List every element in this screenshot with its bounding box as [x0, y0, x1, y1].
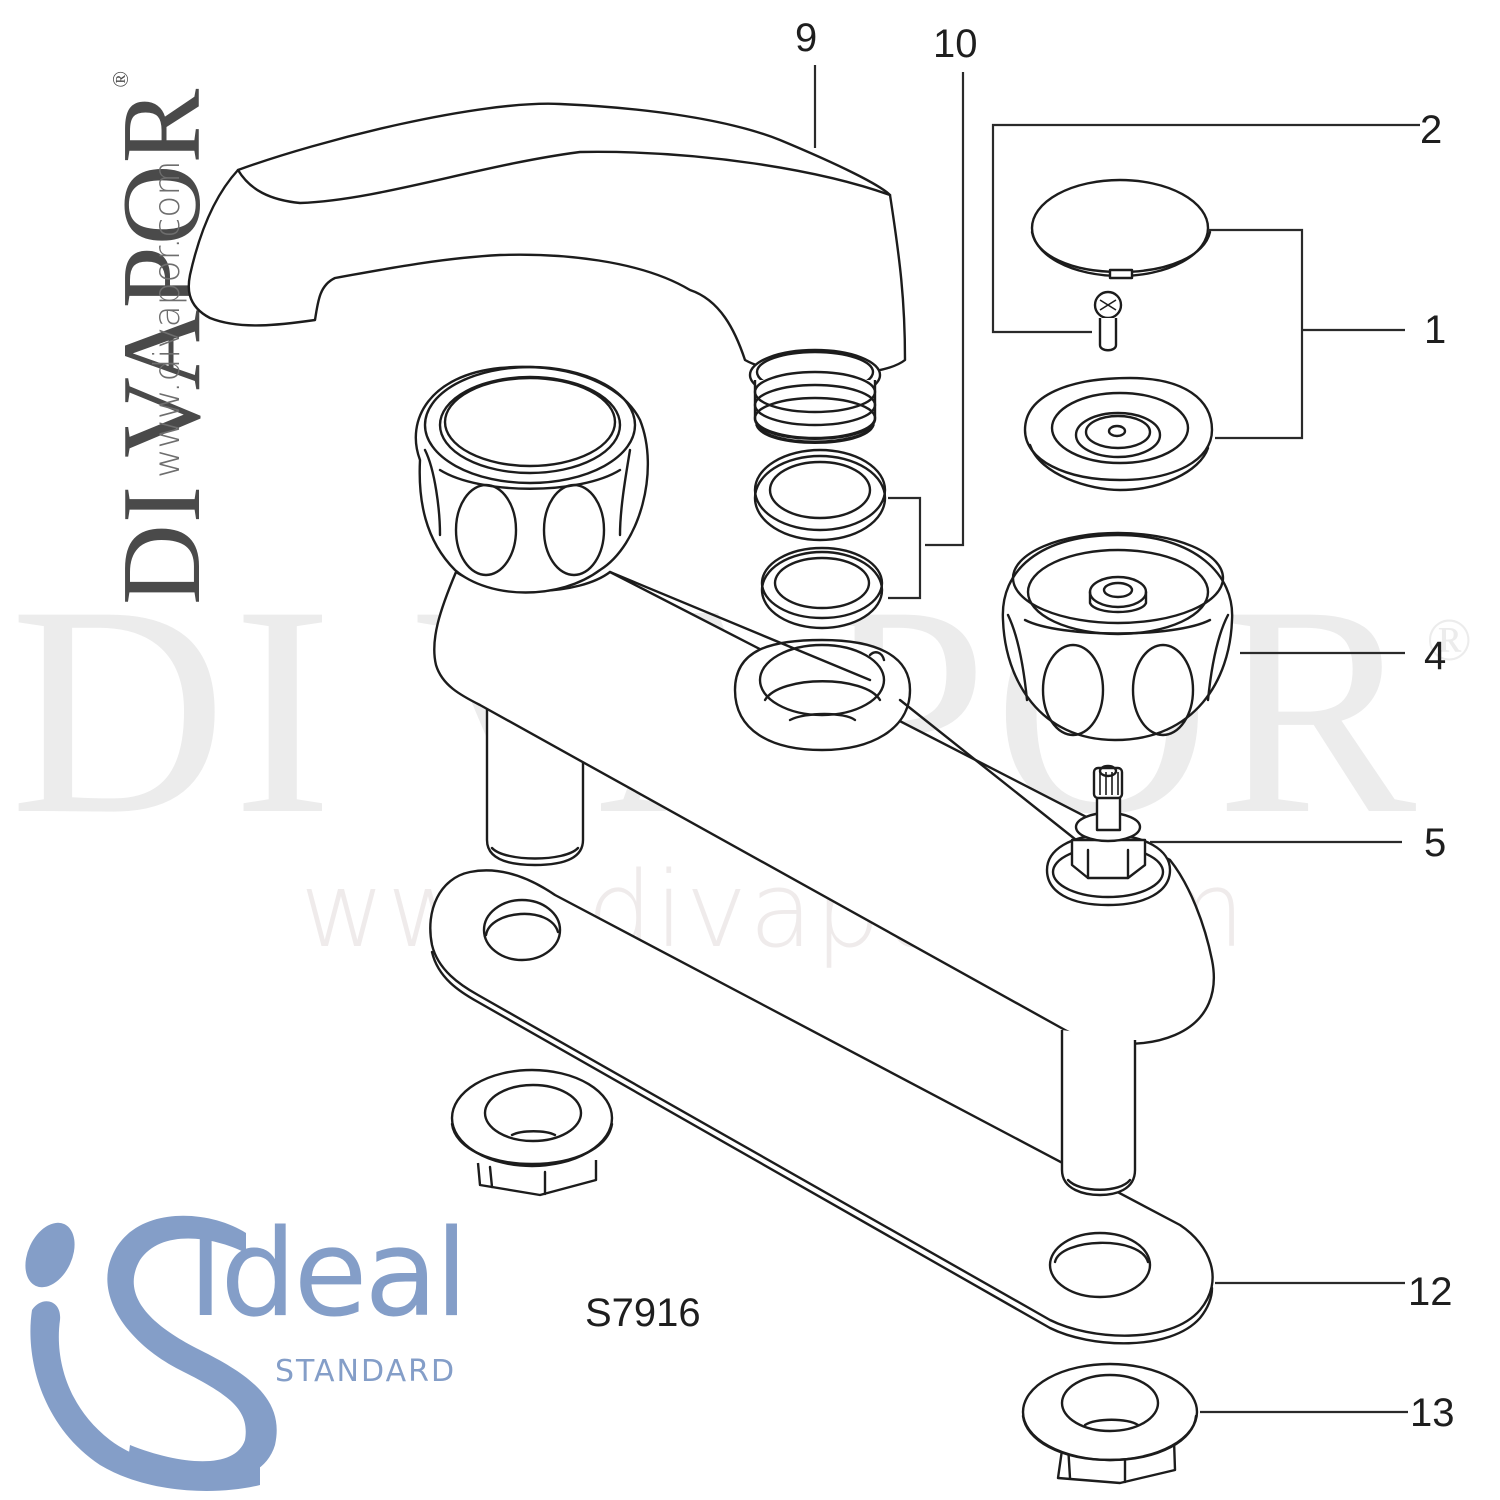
logo-swoosh-icon	[30, 1301, 261, 1491]
base-plate-part-12	[429, 869, 1214, 1345]
ideal-logo-standard: STANDARD	[275, 1354, 457, 1389]
faucet-body	[433, 570, 1216, 1045]
part-label-4: 4	[1424, 634, 1447, 678]
part-label-1: 1	[1424, 308, 1447, 352]
right-post	[1060, 1030, 1137, 1197]
part-label-5: 5	[1424, 821, 1447, 865]
leader-lines	[813, 65, 1420, 1414]
part-label-9: 9	[795, 16, 818, 60]
watermark-registered-mark: ®	[1426, 607, 1478, 673]
handle-knob-part-4	[1001, 531, 1234, 742]
handle-screw-part-2	[1093, 290, 1123, 352]
logo-s-icon	[107, 1215, 277, 1481]
handle-cap-part-1	[1030, 178, 1212, 280]
part-label-13: 13	[1410, 1391, 1455, 1435]
part-label-10: 10	[933, 22, 978, 66]
part-label-2: 2	[1420, 108, 1443, 152]
fixing-nut-left	[450, 1068, 614, 1197]
model-code: S7916	[585, 1291, 701, 1335]
left-handle-knob	[414, 365, 650, 594]
seal-rings-part-10	[753, 448, 887, 630]
ideal-logo-word: Ideal	[188, 1205, 468, 1344]
fixing-nut-part-13	[1021, 1362, 1199, 1485]
trim-ring-part-1	[1023, 376, 1214, 492]
spout-part-9	[187, 102, 907, 444]
cartridge-part-5	[1045, 764, 1172, 907]
logo-dot-icon	[25, 1222, 75, 1288]
part-label-12: 12	[1408, 1270, 1453, 1314]
collar-ring	[733, 638, 912, 752]
ideal-standard-logo-mark	[25, 1215, 277, 1491]
